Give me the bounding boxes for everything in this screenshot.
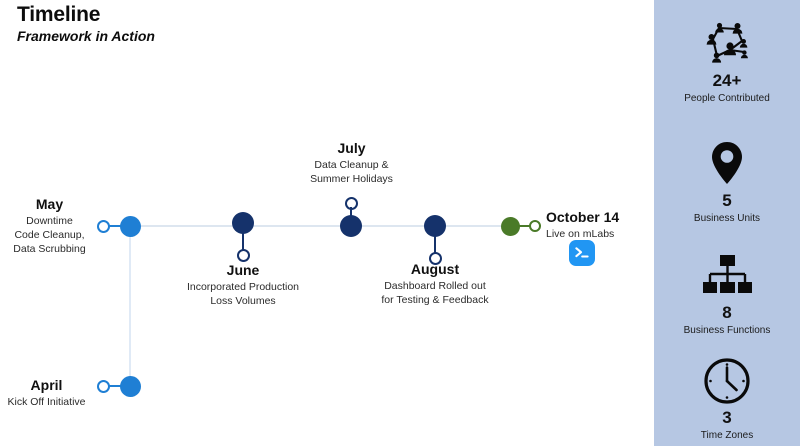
- october-title: October 14: [546, 209, 620, 225]
- stat-people-contributed: 24+ People Contributed: [654, 18, 800, 105]
- stat-value: 8: [722, 303, 732, 322]
- page-title: Timeline: [17, 3, 101, 26]
- june-desc-line-2: Loss Volumes: [210, 294, 276, 307]
- stat-business-functions: 8 Business Functions: [654, 250, 800, 337]
- stat-label: People Contributed: [684, 92, 770, 104]
- stat-value: 3: [722, 408, 732, 427]
- october-dot-icon: [501, 217, 520, 236]
- june-title: June: [226, 262, 260, 278]
- timeline-axis: [130, 225, 510, 227]
- august-desc-line-2: for Testing & Feedback: [381, 293, 489, 306]
- june-ring-icon: [237, 249, 250, 262]
- july-stem: [350, 207, 352, 221]
- july-desc-line-1: Data Cleanup &: [314, 158, 389, 171]
- timeline-chart: May Downtime Code Cleanup, Data Scrubbin…: [0, 140, 656, 409]
- april-branch-connector: [129, 226, 131, 386]
- april-title: April: [30, 377, 63, 393]
- clock-icon: [654, 355, 800, 407]
- august-label: August Dashboard Rolled out for Testing …: [345, 261, 525, 307]
- july-label: July Data Cleanup & Summer Holidays: [264, 140, 439, 186]
- stat-label: Time Zones: [700, 429, 754, 441]
- may-stem: [108, 225, 123, 227]
- april-desc: Kick Off Initiative: [7, 395, 86, 408]
- stat-value: 24+: [712, 71, 742, 90]
- stat-label: Business Units: [693, 212, 761, 224]
- august-title: August: [410, 261, 460, 277]
- page-subtitle: Framework in Action: [17, 27, 155, 44]
- header: Timeline Framework in Action: [17, 3, 155, 44]
- april-stem: [108, 385, 123, 387]
- june-label: June Incorporated Production Loss Volume…: [153, 262, 333, 308]
- october-ring-icon: [529, 220, 541, 232]
- may-desc-line-3: Data Scrubbing: [13, 243, 86, 256]
- august-stem: [434, 233, 436, 255]
- october-desc: Live on mLabs: [546, 227, 615, 240]
- org-chart-icon: [654, 250, 800, 302]
- october-label: October 14 Live on mLabs: [546, 209, 656, 241]
- people-network-icon: [654, 18, 800, 70]
- august-desc-line-1: Dashboard Rolled out: [384, 279, 486, 292]
- may-label: May Downtime Code Cleanup, Data Scrubbin…: [0, 196, 99, 256]
- june-dot-icon: [232, 212, 254, 234]
- july-desc-line-2: Summer Holidays: [310, 172, 393, 185]
- stat-business-units: 5 Business Units: [654, 138, 800, 225]
- stats-sidebar: 24+ People Contributed 5 Business Units: [654, 0, 800, 446]
- may-desc-line-2: Code Cleanup,: [14, 228, 85, 241]
- october-stem: [518, 225, 532, 227]
- stat-time-zones: 3 Time Zones: [654, 355, 800, 442]
- stat-label: Business Functions: [683, 324, 771, 336]
- terminal-icon[interactable]: [569, 240, 595, 266]
- july-title: July: [337, 140, 366, 156]
- april-dot-icon: [120, 376, 141, 397]
- august-dot-icon: [424, 215, 446, 237]
- may-desc-line-1: Downtime: [26, 214, 73, 227]
- may-dot-icon: [120, 216, 141, 237]
- june-desc-line-1: Incorporated Production: [186, 280, 300, 293]
- july-dot-icon: [340, 215, 362, 237]
- may-title: May: [35, 196, 64, 212]
- april-label: April Kick Off Initiative: [0, 377, 93, 409]
- june-stem: [242, 230, 244, 252]
- august-ring-icon: [429, 252, 442, 265]
- stat-value: 5: [722, 191, 732, 210]
- map-pin-icon: [654, 138, 800, 190]
